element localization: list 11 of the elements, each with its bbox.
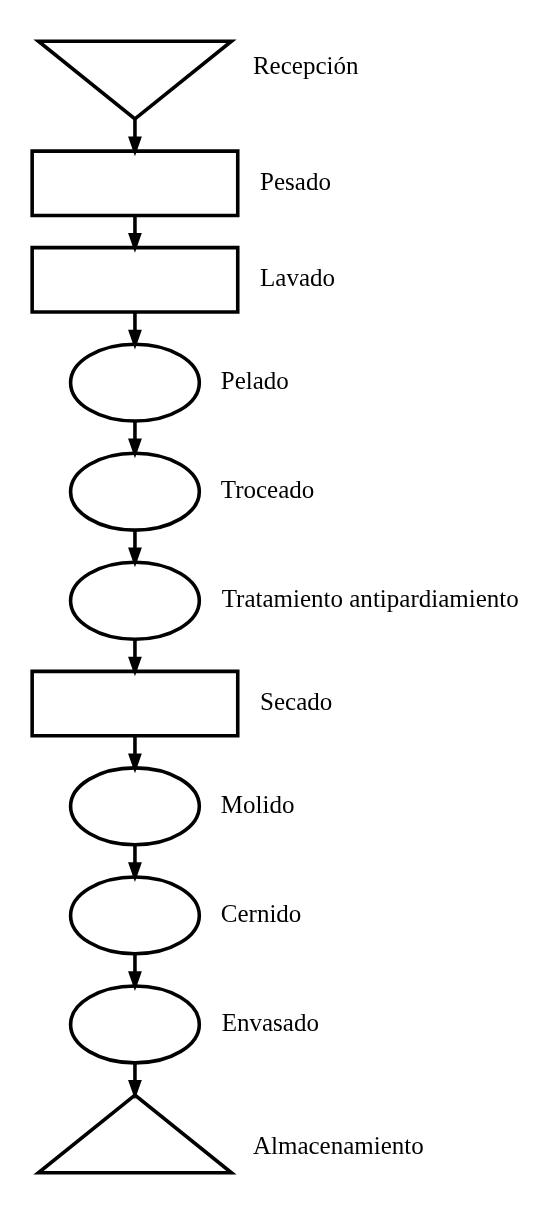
node-label: Cernido [220,900,302,928]
node-label: Troceado [220,476,315,504]
node-label: Pesado [260,167,331,195]
node-label: Pelado [220,367,289,395]
node-label: Tratamiento antipardiamiento [221,585,519,613]
node-label: Recepción [252,51,359,79]
node-label: Lavado [260,264,336,292]
node-label: Secado [260,688,333,716]
node-label: Envasado [221,1009,319,1037]
node-label: Almacenamiento [252,1131,424,1159]
node-label: Molido [220,790,295,818]
